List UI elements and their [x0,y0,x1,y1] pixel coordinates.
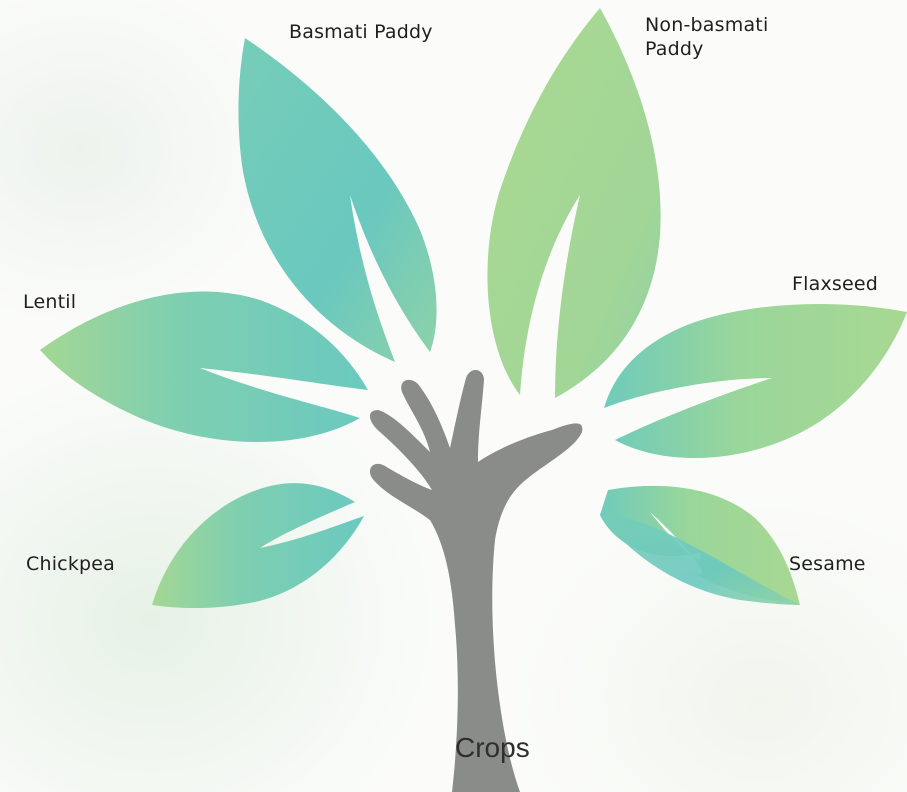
leaf-non-basmati [487,8,660,398]
leaf-label-chickpea: Chickpea [26,552,115,576]
leaf-flaxseed [604,304,907,458]
leaf-label-lentil: Lentil [23,290,76,314]
leaf-chickpea [152,483,364,608]
leaf-lentil [40,291,368,442]
leaf-label-sesame: Sesame [789,552,866,576]
leaf-label-basmati: Basmati Paddy [289,20,433,44]
hand-trunk [370,370,582,792]
root-label: Crops [455,732,530,764]
leaf-label-flaxseed: Flaxseed [792,272,878,296]
leaf-label-non-basmati: Non-basmati Paddy [645,13,768,61]
